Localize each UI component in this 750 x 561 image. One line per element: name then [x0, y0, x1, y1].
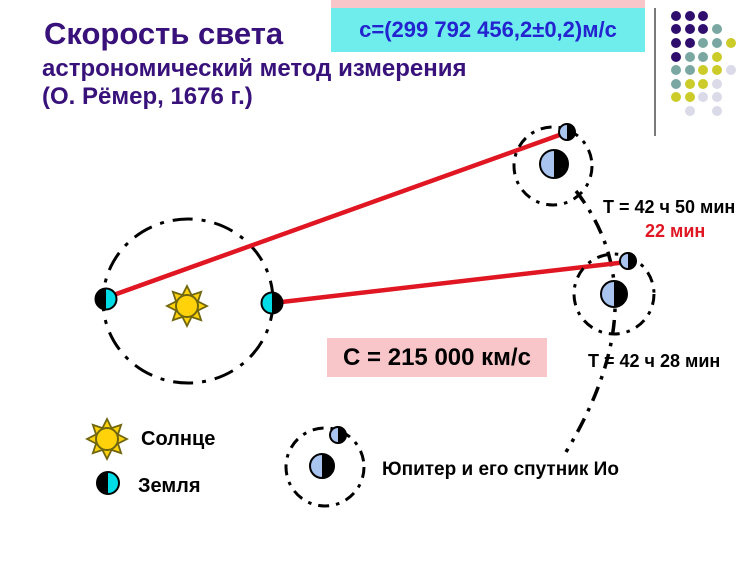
formula-top-strip	[331, 0, 645, 8]
sun-icon	[166, 285, 208, 327]
io-top-icon	[558, 123, 576, 141]
earth-far-icon	[94, 287, 118, 311]
earth-near-icon	[260, 291, 284, 315]
vertical-divider	[654, 8, 656, 136]
decor-dot	[670, 37, 681, 48]
decor-dot	[670, 10, 681, 21]
legend-earth-label: Земля	[138, 475, 201, 497]
decor-dot	[725, 65, 736, 76]
decor-dot	[684, 24, 695, 35]
measured-speed-result: С = 215 000 км/с	[327, 338, 547, 377]
decor-dot	[670, 65, 681, 76]
subtitle-line-2: (О. Рёмер, 1676 г.)	[42, 83, 253, 110]
decor-dot	[711, 37, 722, 48]
io-orbit-legend	[284, 426, 366, 508]
decor-dot	[684, 51, 695, 62]
decor-dot	[684, 10, 695, 21]
decor-dot	[698, 51, 709, 62]
decor-dot	[711, 78, 722, 89]
decor-dots	[669, 9, 737, 118]
io-middle-icon	[619, 252, 637, 270]
jupiter-orbit-arc	[564, 189, 617, 453]
legend-sun-icon	[86, 418, 128, 460]
jupiter-legend-icon	[309, 453, 335, 479]
jupiter-caption: Юпитер и его спутник Ио	[382, 459, 619, 480]
delay-label: 22 мин	[645, 221, 706, 241]
io-orbit-middle	[572, 252, 656, 336]
decor-dot	[711, 92, 722, 103]
jupiter-middle-icon	[600, 280, 628, 308]
legend-sun-label: Солнце	[141, 428, 216, 450]
decor-dot	[698, 37, 709, 48]
decor-dot	[698, 78, 709, 89]
decor-dot	[684, 92, 695, 103]
io-legend-icon	[329, 426, 347, 444]
light-ray-near	[270, 259, 630, 306]
decor-dot	[670, 78, 681, 89]
decor-dot	[684, 65, 695, 76]
page-title: Скорость света	[44, 16, 284, 51]
light-ray-far	[105, 130, 568, 300]
decor-dot	[684, 37, 695, 48]
decor-dot	[711, 24, 722, 35]
decor-dot	[698, 92, 709, 103]
decor-dot	[698, 24, 709, 35]
decor-dot	[684, 78, 695, 89]
decor-dot	[670, 92, 681, 103]
decor-dot	[711, 51, 722, 62]
subtitle-line-1: астрономический метод измерения	[42, 55, 467, 82]
decor-dot	[670, 24, 681, 35]
jupiter-top-icon	[539, 149, 569, 179]
decor-dot	[711, 105, 722, 116]
decor-dot	[711, 65, 722, 76]
period-far-label: Т = 42 ч 50 мин	[603, 197, 736, 217]
legend-earth-icon	[96, 471, 120, 495]
decor-dot	[698, 10, 709, 21]
period-near-label: Т = 42 ч 28 мин	[588, 351, 721, 371]
decor-dot	[698, 65, 709, 76]
speed-of-light-formula: с=(299 792 456,2±0,2)м/с	[331, 8, 645, 52]
decor-dot	[684, 105, 695, 116]
decor-dot	[725, 37, 736, 48]
io-orbit-top	[512, 125, 594, 207]
decor-dot	[670, 51, 681, 62]
